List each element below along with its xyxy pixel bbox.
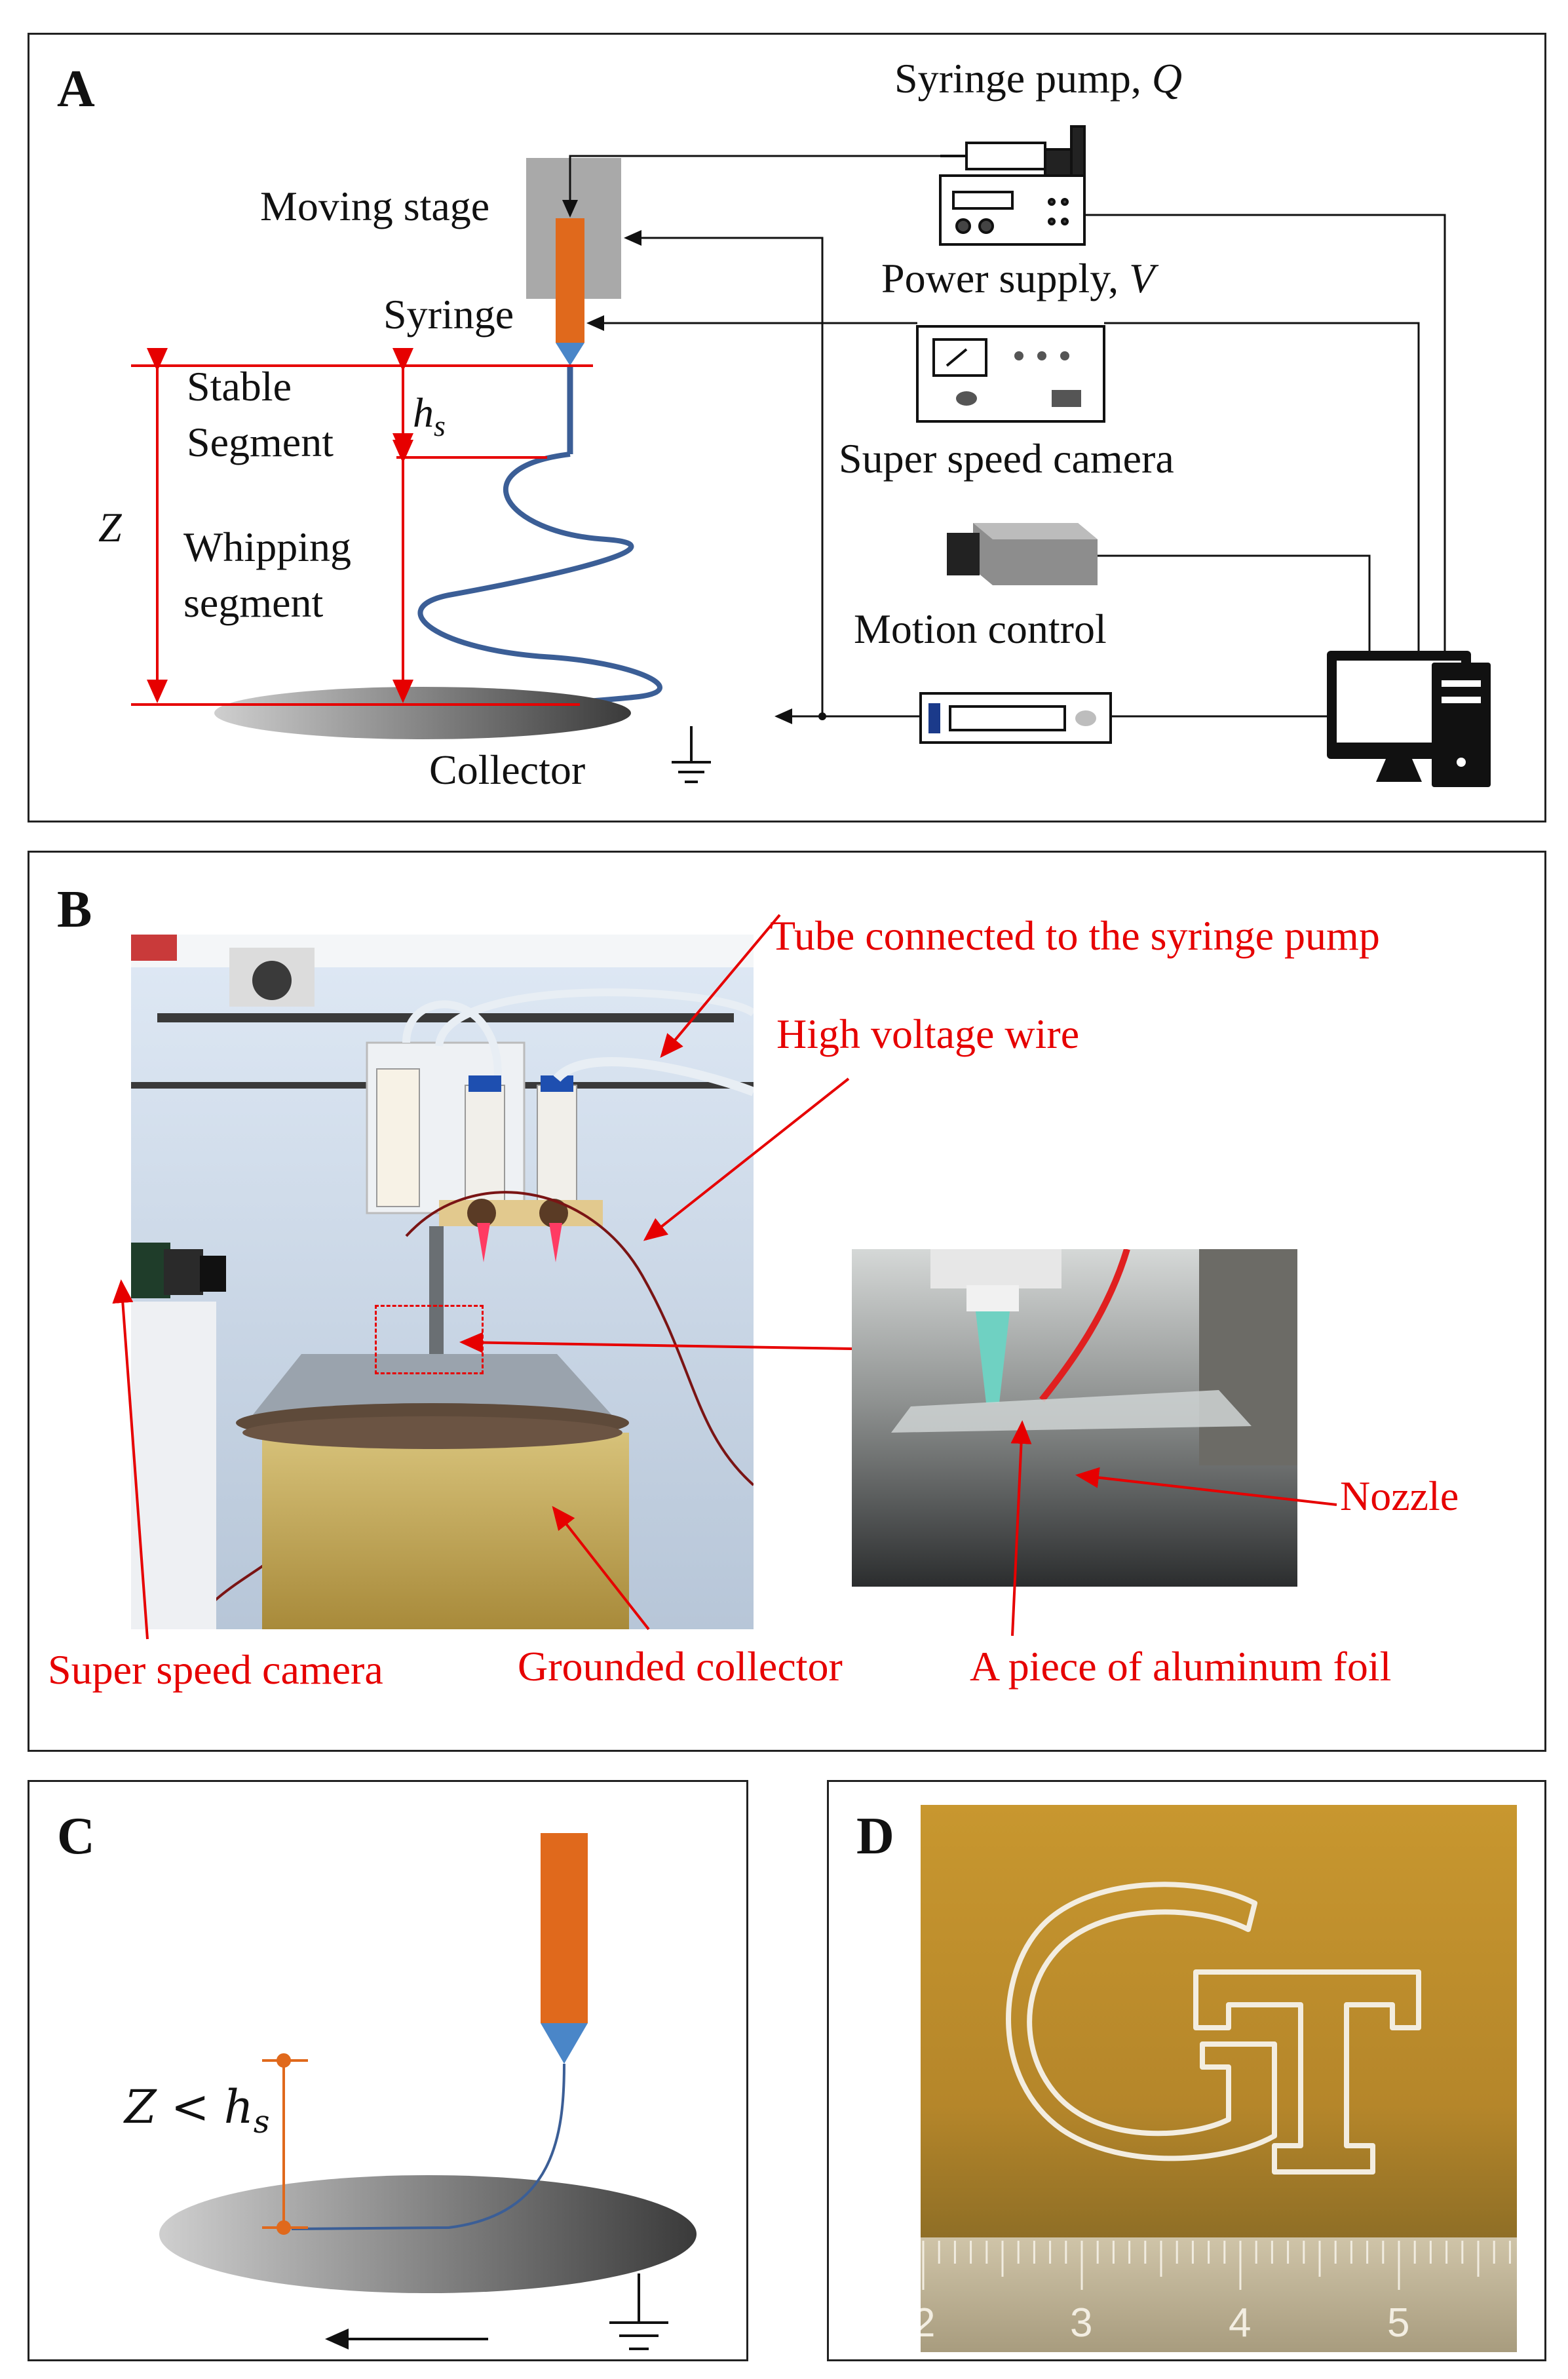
wire-power-computer: [1104, 322, 1420, 654]
arrow-tube: [660, 914, 781, 1058]
syringe-nozzle: [556, 343, 584, 366]
arrow-foil: [1010, 1420, 1032, 1636]
foil-label: A piece of aluminum foil: [970, 1643, 1392, 1690]
syringe-barrel-c: [541, 1833, 588, 2023]
super-speed-camera-label: Super speed camera: [839, 435, 1174, 482]
power-supply-icon: [916, 325, 1105, 423]
camera-icon: [947, 523, 1098, 585]
syringe-label: Syringe: [383, 291, 514, 338]
arrow-inset-to-box: [459, 1332, 852, 1353]
gt-print-photo: 2 3 4 5: [921, 1805, 1517, 2352]
z-label: Z: [98, 504, 122, 551]
arrow-nozzle: [1075, 1467, 1337, 1506]
whipping-label-line2: segment: [183, 579, 324, 626]
motion-control-label: Motion control: [854, 606, 1107, 652]
wire-junction: [818, 712, 826, 720]
near-field-schematic: [159, 1833, 697, 2350]
ground-symbol-a: [672, 726, 711, 783]
panel-b-letter: B: [57, 881, 92, 938]
nozzle-label: Nozzle: [1340, 1473, 1459, 1519]
panel-b-callout-arrows: [112, 914, 1337, 1640]
panel-a: A: [28, 33, 1546, 822]
panel-c: C Z < hs: [28, 1780, 748, 2361]
panel-d-letter: D: [856, 1808, 894, 1865]
wire-pump-syringe: [562, 155, 940, 218]
panel-a-letter: A: [57, 60, 95, 118]
nozzle-inset-photo: [852, 1249, 1297, 1587]
z-marker-dot-top: [277, 2053, 291, 2068]
motion-control-icon: [919, 692, 1112, 744]
gt-logo-outline: [1006, 1882, 1421, 2175]
camera-label: Super speed camera: [48, 1646, 383, 1693]
panel-d: D 2 3: [827, 1780, 1546, 2361]
stable-label-line1: Stable: [187, 363, 292, 410]
panel-b: B: [28, 851, 1546, 1752]
wire-pump-computer: [1084, 214, 1446, 661]
jet-whipping-segment: [417, 452, 662, 719]
setup-schematic: [131, 125, 1491, 787]
grounded-collector-label: Grounded collector: [518, 1643, 843, 1690]
syringe-barrel: [556, 218, 584, 343]
wire-motion-stage: [624, 230, 824, 716]
ruler-label-5: 5: [1387, 2300, 1410, 2346]
collector-plate: [214, 687, 631, 739]
z-marker-dot-bottom: [277, 2220, 291, 2235]
wire-camera-computer: [1098, 554, 1371, 654]
whipping-label-line1: Whipping: [183, 524, 351, 570]
jet-c: [291, 2063, 565, 2230]
collector-label: Collector: [429, 746, 586, 793]
tube-label: Tube connected to the syringe pump: [770, 912, 1380, 959]
syringe-pump-label: Syringe pump, Q: [894, 55, 1183, 102]
computer-icon: [1327, 651, 1491, 787]
ruler: [921, 2237, 1517, 2352]
apparatus-photo: [131, 935, 754, 1629]
ruler-label-2: 2: [921, 2300, 936, 2346]
ground-symbol-c: [609, 2273, 668, 2350]
arrow-collector: [552, 1505, 650, 1631]
stable-label-line2: Segment: [187, 419, 334, 465]
ruler-ticks: [922, 2241, 1511, 2290]
syringe-nozzle-c: [541, 2023, 588, 2064]
power-supply-label: Power supply, V: [881, 255, 1155, 301]
hv-wire-label: High voltage wire: [776, 1011, 1080, 1057]
condition-label: Z < hs: [124, 2080, 270, 2140]
collector-plate-c: [159, 2175, 697, 2293]
ruler-label-3: 3: [1070, 2300, 1093, 2346]
panel-c-letter: C: [57, 1808, 95, 1865]
ruler-label-4: 4: [1229, 2300, 1252, 2346]
syringe-pump-icon: [939, 125, 1086, 246]
moving-stage-label: Moving stage: [260, 183, 490, 229]
arrow-camera: [112, 1279, 149, 1640]
hs-label: hs: [413, 389, 446, 442]
arrow-hv-wire: [643, 1077, 850, 1241]
